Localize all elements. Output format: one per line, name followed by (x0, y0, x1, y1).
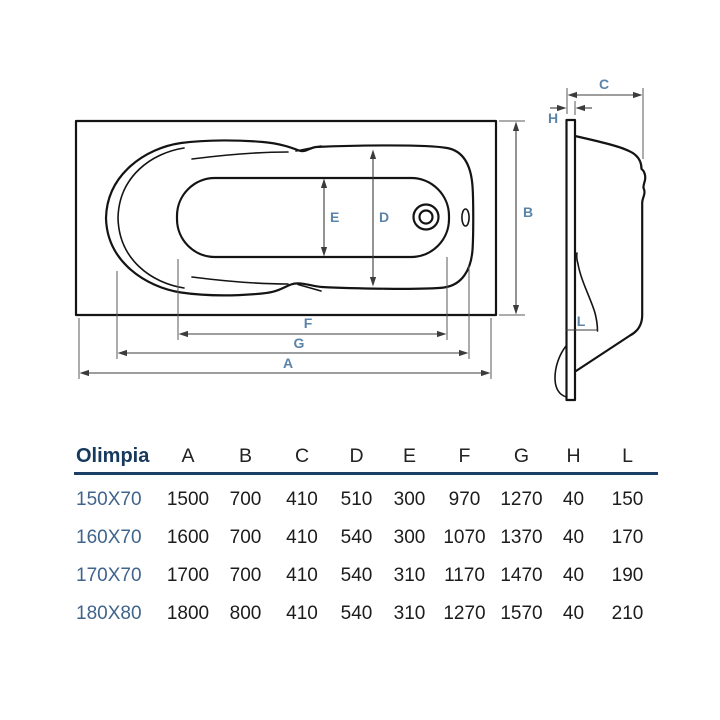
rim-contour-bottom (191, 276, 289, 285)
dim-l: L (566, 312, 598, 331)
dim-label-f: F (304, 315, 313, 331)
cell-d: 510 (340, 489, 373, 510)
cell-h: 40 (562, 603, 585, 624)
bathtub-technical-drawing: E D B F (74, 75, 647, 402)
headrest-contour (117, 147, 185, 289)
cell-d: 540 (340, 565, 373, 586)
rim-contour-top (191, 151, 289, 160)
cell-g: 1370 (500, 527, 543, 548)
col-header-b: B (238, 444, 252, 467)
cell-b: 700 (229, 489, 262, 510)
dim-h: H (546, 101, 592, 128)
col-header-e: E (402, 444, 416, 467)
cell-g: 1570 (500, 603, 543, 624)
cell-l: 210 (611, 603, 644, 624)
cell-c: 410 (286, 527, 318, 548)
col-header-g: G (513, 444, 530, 467)
side-leg (554, 345, 568, 398)
dim-label-a: A (283, 355, 293, 371)
cell-e: 300 (393, 489, 426, 510)
cell-f: 1170 (444, 565, 485, 586)
dim-a: A (78, 318, 492, 379)
cell-c: 410 (286, 489, 318, 510)
cell-b: 700 (229, 565, 262, 586)
cell-d: 540 (340, 603, 373, 624)
cell-b: 800 (229, 603, 262, 624)
col-header-d: D (349, 444, 364, 467)
cell-f: 970 (448, 489, 481, 510)
dim-label-l: L (577, 313, 586, 329)
cell-c: 410 (286, 565, 318, 586)
cell-e: 310 (393, 565, 426, 586)
col-header-f: F (458, 444, 471, 467)
top-view: E D B F (74, 119, 535, 379)
plan-outer-rectangle (74, 119, 498, 317)
table-row: 180X80 1800 800 410 540 310 1270 1570 40… (74, 595, 658, 633)
row-label: 160X70 (76, 527, 142, 548)
table-header-row: Olimpia A B C D E F G H L (74, 440, 658, 474)
side-inner-curve (575, 252, 599, 332)
col-header-c: C (294, 444, 310, 467)
row-label: 180X80 (76, 603, 142, 624)
dim-b: B (499, 120, 535, 316)
cell-f: 1070 (443, 527, 486, 548)
dim-label-g: G (294, 335, 305, 351)
cell-a: 1700 (166, 565, 210, 586)
side-view: C H L (546, 75, 647, 402)
product-name: Olimpia (76, 444, 150, 467)
side-flange (565, 118, 577, 402)
dim-label-c: C (599, 76, 609, 92)
cell-g: 1470 (500, 565, 543, 586)
cell-e: 300 (393, 527, 426, 548)
cell-e: 310 (393, 603, 426, 624)
inner-basin-outline (175, 176, 451, 259)
drain-inner-circle (418, 209, 434, 225)
table-row: 170X70 1700 700 410 540 310 1170 1470 40… (74, 557, 658, 595)
dimensions-table: Olimpia A B C D E F G H L 150X70 1500 70… (74, 440, 658, 633)
row-label: 170X70 (76, 565, 142, 586)
cell-b: 700 (229, 527, 262, 548)
cell-f: 1270 (443, 603, 486, 624)
cell-h: 40 (562, 565, 585, 586)
cell-c: 410 (286, 603, 318, 624)
table-row: 150X70 1500 700 410 510 300 970 1270 40 … (74, 474, 658, 520)
dim-c: C (566, 75, 644, 159)
row-label: 150X70 (76, 489, 142, 510)
rim-crease-top (295, 145, 322, 152)
cell-a: 1500 (166, 489, 210, 510)
drain-outer-circle (412, 203, 440, 231)
col-header-a: A (181, 444, 195, 467)
table-row: 160X70 1600 700 410 540 300 1070 1370 40… (74, 519, 658, 557)
dim-d: D (369, 149, 391, 287)
dimensions-table-wrap: Olimpia A B C D E F G H L 150X70 1500 70… (74, 440, 658, 633)
dim-label-e: E (330, 209, 339, 225)
cell-g: 1270 (500, 489, 543, 510)
dim-label-h: H (548, 110, 558, 126)
cell-d: 540 (340, 527, 373, 548)
cell-l: 150 (611, 489, 644, 510)
cell-a: 1600 (166, 527, 210, 548)
rim-crease-bottom (297, 283, 322, 292)
cell-l: 190 (611, 565, 644, 586)
col-header-h: H (566, 444, 581, 467)
col-header-l: L (622, 444, 633, 467)
cell-a: 1800 (166, 603, 210, 624)
dim-e: E (320, 178, 341, 257)
dim-g: G (116, 266, 470, 359)
side-body-outline (573, 134, 647, 373)
cell-l: 170 (611, 527, 644, 548)
dim-label-d: D (379, 209, 389, 225)
tub-rim-outline (104, 139, 475, 297)
dim-label-b: B (523, 204, 533, 220)
overflow-slot (461, 208, 470, 227)
dim-f: F (177, 257, 448, 340)
cell-h: 40 (562, 489, 585, 510)
cell-h: 40 (562, 527, 585, 548)
